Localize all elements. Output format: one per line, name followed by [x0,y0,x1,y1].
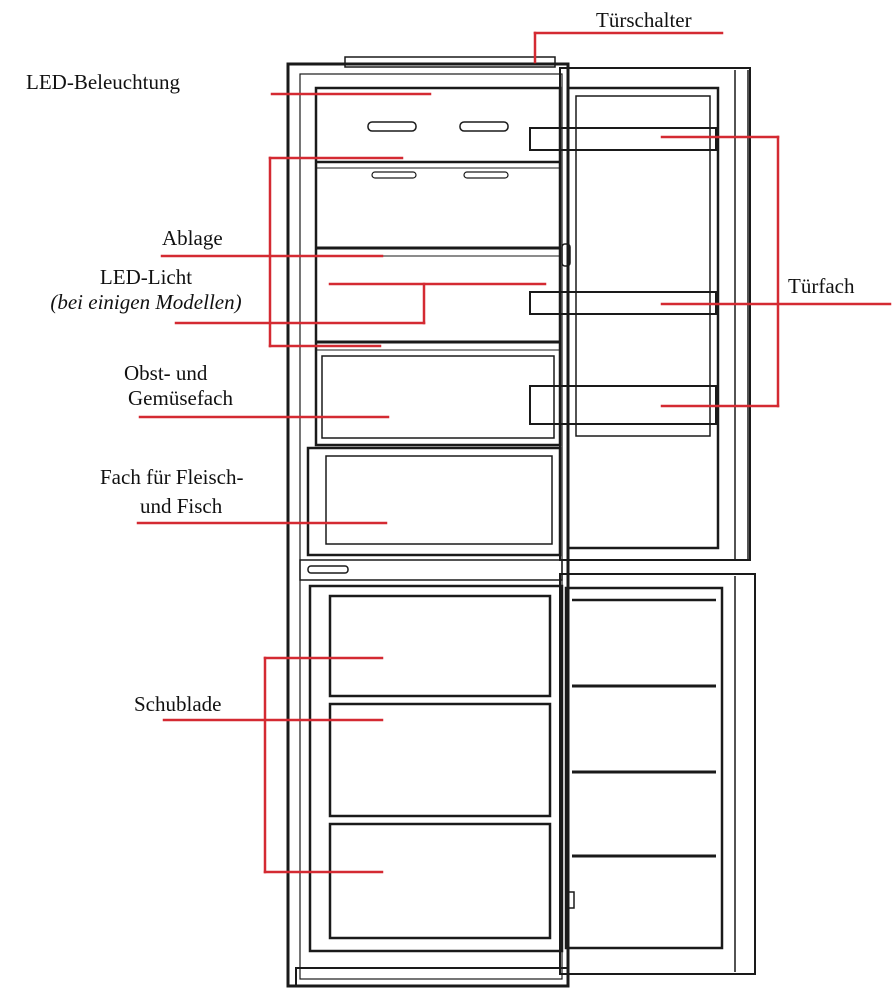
lower-door-liner [564,586,724,950]
upper-door-liner [566,86,720,550]
freezer-drawer [328,822,552,940]
freezer-drawer [328,594,552,698]
label-tuerfach: Türfach [788,274,855,298]
crisper-drawer [321,355,555,439]
cabinet-base [295,967,569,987]
lamp-slot [459,121,509,132]
label-led-beleuchtung: LED-Beleuchtung [26,70,180,94]
fridge-compartment [314,86,562,447]
lamp-slot [367,121,417,132]
door-bin [529,127,717,151]
label-fleisch-line1: Fach für Fleisch- [100,465,244,489]
cabinet-inner-edge [299,73,563,980]
upper-door-inner [575,95,711,437]
leader-lines [136,31,892,874]
label-tuerschalter: Türschalter [596,8,692,32]
label-ablage: Ablage [162,226,223,250]
label-led-licht-note: (bei einigen Modellen) [50,290,242,314]
freezer-drawer [328,702,552,818]
label-obst-line2: Gemüsefach [128,386,233,410]
label-schublade: Schublade [134,692,222,716]
divider-band [299,559,563,581]
label-fleisch-line2: und Fisch [140,494,223,518]
vent-slot [371,171,417,179]
fridge-outline [286,56,756,988]
label-obst-line1: Obst- und [124,361,208,385]
lower-door [559,573,756,975]
top-panel [344,56,556,68]
door-knob [561,243,571,267]
meat-fish-drawer-inner [325,455,553,545]
freezer-compartment [308,584,564,953]
vent-slot [463,171,509,179]
divider-handle [307,565,349,574]
label-led-licht: LED-Licht [99,265,193,289]
meat-fish-drawer [306,446,562,557]
lower-door-latch [567,891,575,909]
